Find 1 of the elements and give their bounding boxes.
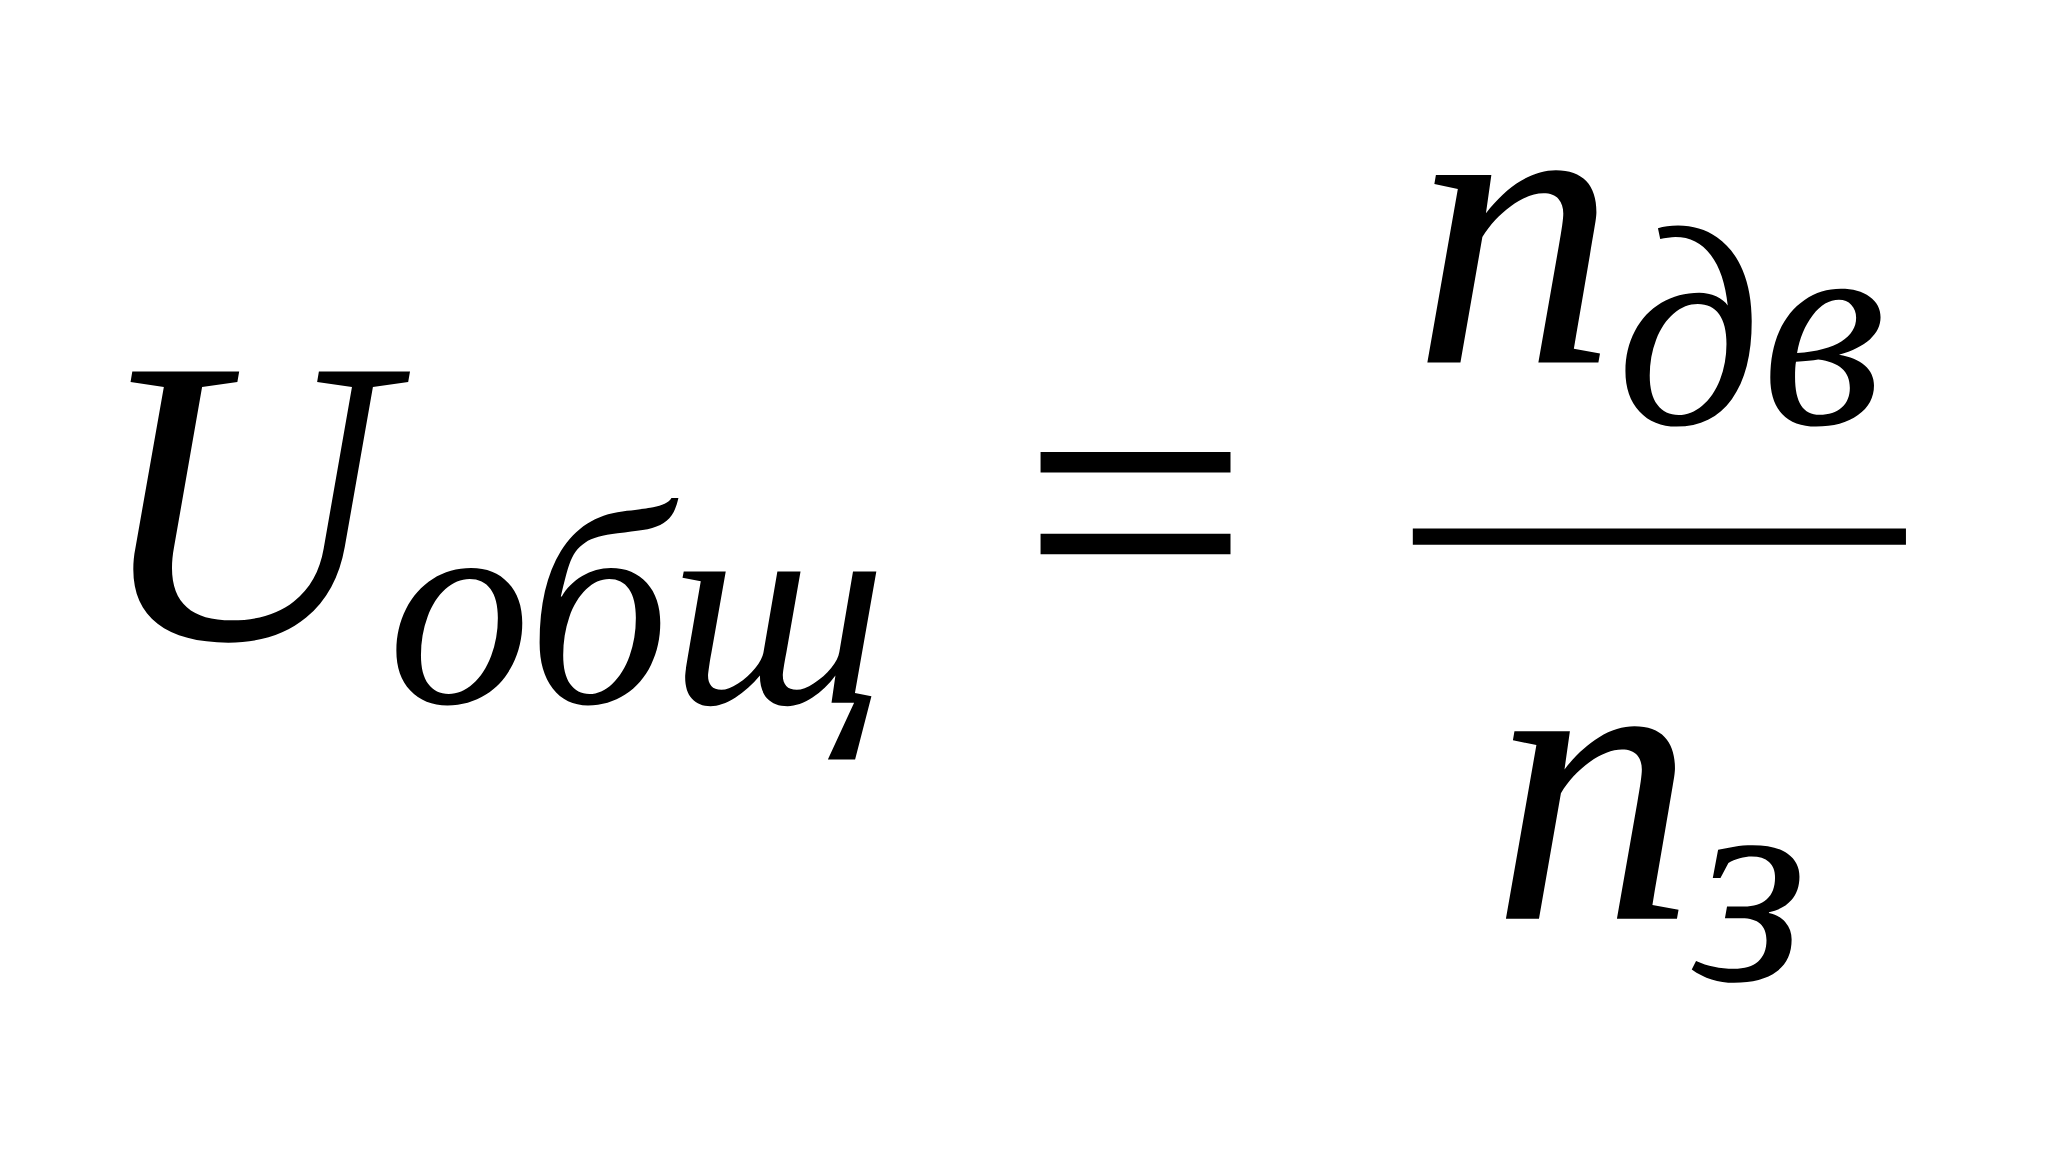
- formula: $\mathit{U}_{\textit{общ}}\mathrel{\text{=}}\frac{\textit{n}_{\textit{дв}}}{\textit{n}_{\textit{з}}}$: [130, 170, 1906, 983]
